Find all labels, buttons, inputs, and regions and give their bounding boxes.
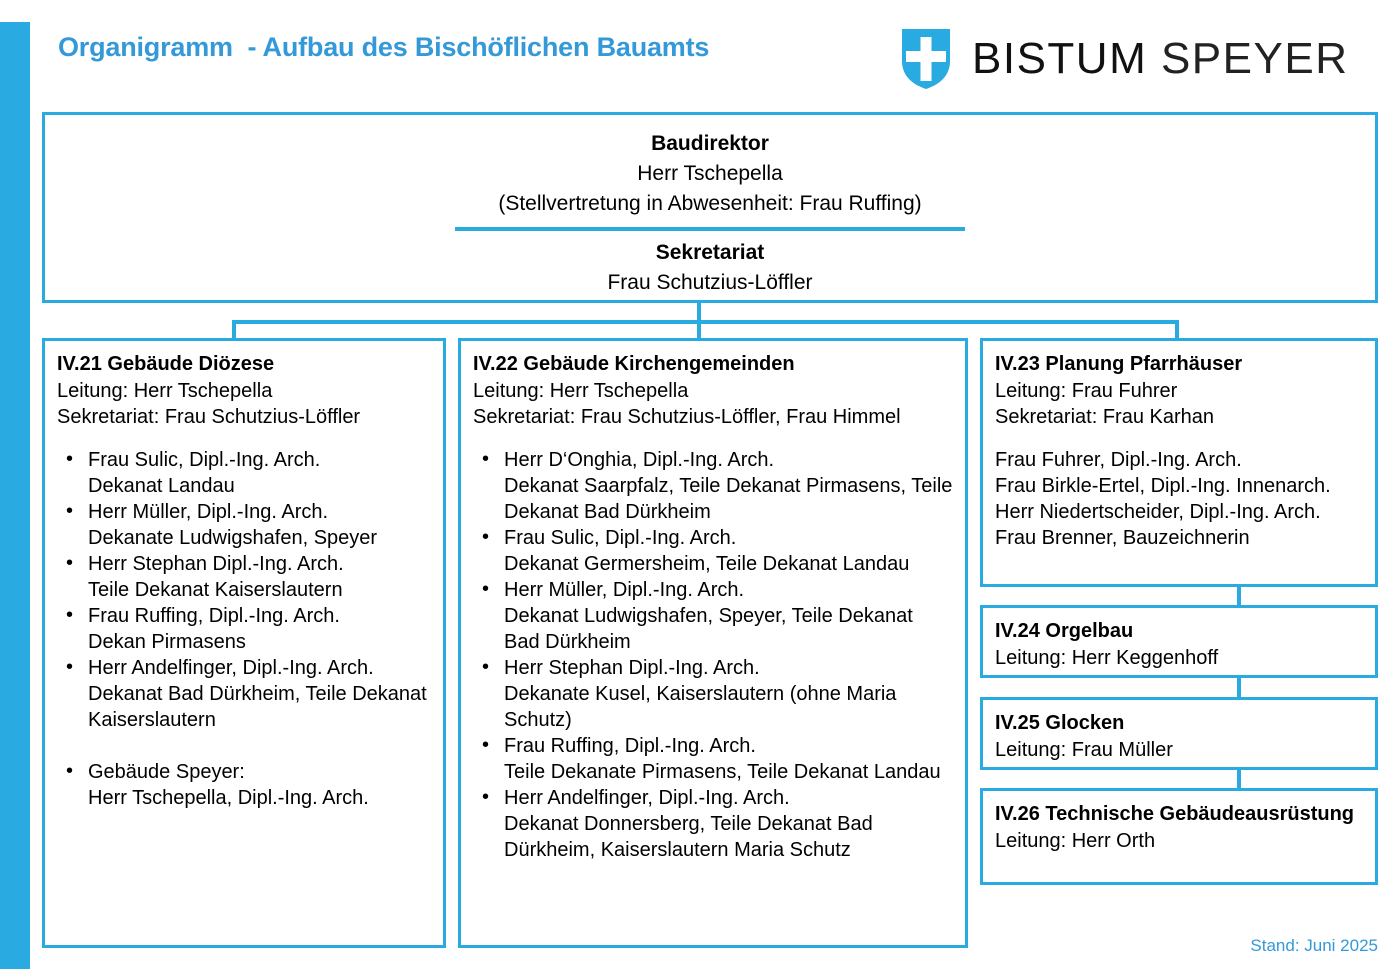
section-body-iv21: IV.21 Gebäude Diözese Leitung: Herr Tsch…	[45, 341, 443, 811]
section-leitung-iv23: Leitung: Frau Fuhrer	[995, 380, 1178, 402]
logo-wordmark: BISTUM SPEYER	[972, 37, 1348, 81]
member-name: Frau Ruffing, Dipl.-Ing. Arch.	[88, 605, 340, 627]
list-item: Herr Andelfinger, Dipl.-Ing. Arch. Dekan…	[473, 784, 953, 863]
section-leitung-iv22: Leitung: Herr Tschepella	[473, 380, 689, 402]
list-item: Gebäude Speyer: Herr Tschepella, Dipl.-I…	[57, 758, 431, 811]
list-item: Frau Ruffing, Dipl.-Ing. Arch. Teile Dek…	[473, 732, 953, 785]
section-leitung-iv21: Leitung: Herr Tschepella	[57, 380, 273, 402]
list-item: Herr D‘Onghia, Dipl.-Ing. Arch. Dekanat …	[473, 446, 953, 525]
list-item: Frau Sulic, Dipl.-Ing. Arch. Dekanat Ger…	[473, 524, 953, 577]
member-name: Herr Niedertscheider, Dipl.-Ing. Arch.	[995, 501, 1321, 523]
member-name: Gebäude Speyer:	[88, 761, 245, 783]
member-list-iv23: Frau Fuhrer, Dipl.-Ing. Arch. Frau Birkl…	[995, 447, 1363, 551]
member-detail: Dekanat Donnersberg, Teile Dekanat Bad D…	[504, 813, 873, 861]
connector-drop-col3	[1175, 320, 1179, 340]
bistum-speyer-logo: BISTUM SPEYER	[900, 26, 1348, 92]
connector-col3-to-iv24	[1237, 587, 1241, 605]
list-item: Herr Stephan Dipl.-Ing. Arch. Dekanate K…	[473, 654, 953, 733]
member-name: Herr Müller, Dipl.-Ing. Arch.	[504, 579, 745, 601]
section-title-iv24: IV.24 Orgelbau	[995, 620, 1134, 642]
section-body-iv22: IV.22 Gebäude Kirchengemeinden Leitung: …	[461, 341, 965, 863]
member-name: Herr Andelfinger, Dipl.-Ing. Arch.	[88, 657, 374, 679]
member-name: Herr Andelfinger, Dipl.-Ing. Arch.	[504, 787, 790, 809]
member-name: Herr Müller, Dipl.-Ing. Arch.	[88, 501, 329, 523]
section-body-iv24: IV.24 Orgelbau Leitung: Herr Keggenhoff	[983, 608, 1375, 671]
baudirektor-content: Baudirektor Herr Tschepella (Stellvertre…	[45, 115, 1375, 298]
section-sekretariat-iv22: Sekretariat: Frau Schutzius-Löffler, Fra…	[473, 406, 901, 428]
section-box-iv24: IV.24 Orgelbau Leitung: Herr Keggenhoff	[980, 605, 1378, 678]
stand-label: Stand: Juni 2025	[1250, 936, 1378, 955]
member-detail: Dekanate Kusel, Kaiserslautern (ohne Mar…	[504, 683, 897, 731]
connector-drop-col1	[232, 320, 236, 340]
member-name: Frau Birkle-Ertel, Dipl.-Ing. Innenarch.	[995, 475, 1331, 497]
section-sekretariat-iv23: Sekretariat: Frau Karhan	[995, 406, 1214, 428]
list-item: Herr Müller, Dipl.-Ing. Arch. Dekanate L…	[57, 498, 431, 551]
sekretariat-title: Sekretariat	[655, 241, 765, 265]
sekretariat-person: Frau Schutzius-Löffler	[607, 271, 813, 295]
section-title-iv26: IV.26 Technische Gebäudeausrüstung	[995, 803, 1355, 825]
member-detail: Teile Dekanat Kaiserslautern	[88, 579, 343, 601]
member-name: Frau Ruffing, Dipl.-Ing. Arch.	[504, 735, 756, 757]
section-leitung-iv24: Leitung: Herr Keggenhoff	[995, 647, 1219, 669]
section-box-iv26: IV.26 Technische Gebäudeausrüstung Leitu…	[980, 788, 1378, 885]
member-list-iv21: Frau Sulic, Dipl.-Ing. Arch. Dekanat Lan…	[57, 446, 431, 811]
member-detail: Dekanat Germersheim, Teile Dekanat Landa…	[504, 553, 910, 575]
section-leitung-iv26: Leitung: Herr Orth	[995, 830, 1156, 852]
section-title-iv23: IV.23 Planung Pfarrhäuser	[995, 353, 1243, 375]
section-title-iv25: IV.25 Glocken	[995, 712, 1125, 734]
section-box-iv21: IV.21 Gebäude Diözese Leitung: Herr Tsch…	[42, 338, 446, 948]
list-item: Herr Andelfinger, Dipl.-Ing. Arch. Dekan…	[57, 654, 431, 733]
section-box-iv23: IV.23 Planung Pfarrhäuser Leitung: Frau …	[980, 338, 1378, 587]
spacer	[995, 430, 1363, 447]
list-item: Herr Müller, Dipl.-Ing. Arch. Dekanat Lu…	[473, 576, 953, 655]
logo-text-speyer: SPEYER	[1160, 34, 1349, 83]
list-item: Frau Ruffing, Dipl.-Ing. Arch. Dekan Pir…	[57, 602, 431, 655]
section-title-iv21: IV.21 Gebäude Diözese	[57, 353, 275, 375]
member-detail: Dekanat Landau	[88, 475, 235, 497]
member-detail: Dekanat Saarpfalz, Teile Dekanat Pirmase…	[504, 475, 953, 523]
section-title-iv22: IV.22 Gebäude Kirchengemeinden	[473, 353, 795, 375]
spacer	[473, 430, 953, 447]
list-item: Herr Stephan Dipl.-Ing. Arch. Teile Deka…	[57, 550, 431, 603]
baudirektor-deputy: (Stellvertretung in Abwesenheit: Frau Ru…	[498, 191, 922, 215]
spacer	[57, 430, 431, 447]
baudirektor-person: Herr Tschepella	[637, 161, 783, 185]
member-detail: Teile Dekanate Pirmasens, Teile Dekanat …	[504, 761, 941, 783]
section-sekretariat-iv21: Sekretariat: Frau Schutzius-Löffler	[57, 406, 361, 428]
section-box-iv22: IV.22 Gebäude Kirchengemeinden Leitung: …	[458, 338, 968, 948]
baudirektor-title: Baudirektor	[651, 132, 769, 155]
connector-iv25-to-iv26	[1237, 770, 1241, 788]
connector-bus-horizontal	[232, 320, 1179, 324]
connector-iv24-to-iv25	[1237, 678, 1241, 697]
member-detail: Herr Tschepella, Dipl.-Ing. Arch.	[88, 787, 369, 809]
member-name: Frau Sulic, Dipl.-Ing. Arch.	[504, 527, 737, 549]
member-list-iv22: Herr D‘Onghia, Dipl.-Ing. Arch. Dekanat …	[473, 446, 953, 863]
member-name: Frau Sulic, Dipl.-Ing. Arch.	[88, 449, 321, 471]
member-detail: Dekanat Ludwigshafen, Speyer, Teile Deka…	[504, 605, 913, 653]
member-name: Herr Stephan Dipl.-Ing. Arch.	[88, 553, 344, 575]
shield-cross-icon	[900, 27, 952, 91]
member-name: Herr Stephan Dipl.-Ing. Arch.	[504, 657, 760, 679]
section-box-iv25: IV.25 Glocken Leitung: Frau Müller	[980, 697, 1378, 770]
list-spacer	[57, 733, 431, 759]
section-body-iv26: IV.26 Technische Gebäudeausrüstung Leitu…	[983, 791, 1375, 854]
member-detail: Dekanat Bad Dürkheim, Teile Dekanat Kais…	[88, 683, 427, 731]
logo-text-bistum: BISTUM	[972, 34, 1161, 83]
section-body-iv23: IV.23 Planung Pfarrhäuser Leitung: Frau …	[983, 341, 1375, 551]
baudirektor-box: Baudirektor Herr Tschepella (Stellvertre…	[42, 112, 1378, 303]
section-leitung-iv25: Leitung: Frau Müller	[995, 739, 1173, 761]
member-name: Frau Fuhrer, Dipl.-Ing. Arch.	[995, 449, 1242, 471]
list-item: Frau Sulic, Dipl.-Ing. Arch. Dekanat Lan…	[57, 446, 431, 499]
member-name: Herr D‘Onghia, Dipl.-Ing. Arch.	[504, 449, 775, 471]
member-detail: Dekan Pirmasens	[88, 631, 246, 653]
section-body-iv25: IV.25 Glocken Leitung: Frau Müller	[983, 700, 1375, 763]
page-title: Organigramm - Aufbau des Bischöflichen B…	[58, 32, 710, 62]
left-accent-bar	[0, 22, 30, 969]
top-box-divider	[455, 227, 965, 232]
member-detail: Dekanate Ludwigshafen, Speyer	[88, 527, 378, 549]
member-name: Frau Brenner, Bauzeichnerin	[995, 527, 1250, 549]
